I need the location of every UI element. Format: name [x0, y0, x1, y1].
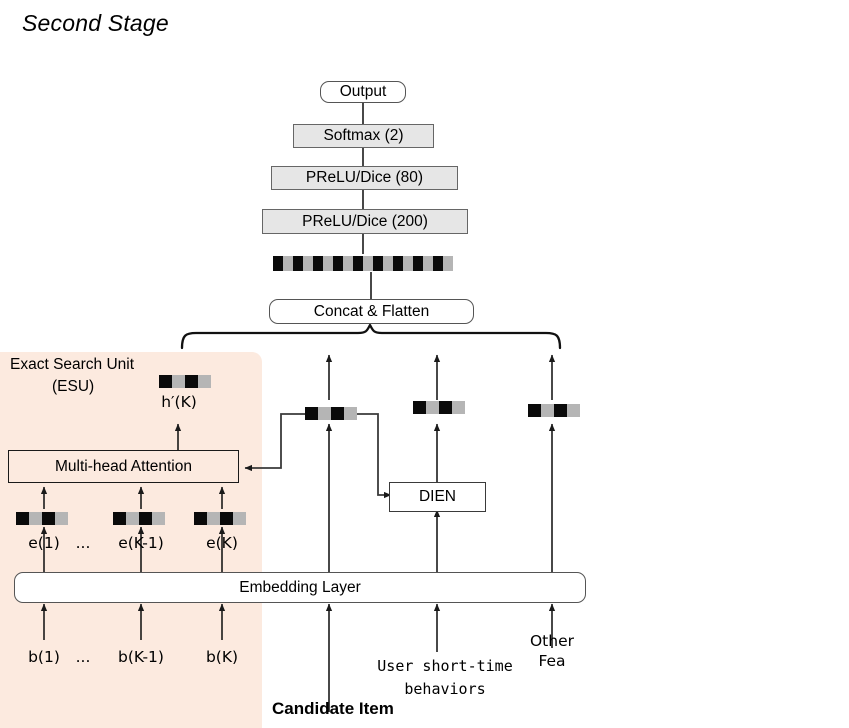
other-fea-label-line1: Other — [529, 632, 574, 650]
embedding-cell — [126, 512, 139, 525]
embedding-cell — [383, 256, 393, 271]
embedding-cell — [331, 407, 344, 420]
embedding-cell — [363, 256, 373, 271]
embedding-cell — [198, 375, 211, 388]
embedding-cell — [413, 256, 423, 271]
embedding-cell — [159, 375, 172, 388]
embedding-cell — [528, 404, 541, 417]
embedding-cell — [185, 375, 198, 388]
embedding-cell — [233, 512, 246, 525]
embedding-cell — [55, 512, 68, 525]
esu-behavior-label-k: b(K) — [205, 648, 239, 666]
embedding-cell — [353, 256, 363, 271]
embedding-cell — [313, 256, 323, 271]
esu-embedding-label-1: e(1) — [28, 534, 60, 552]
embedding-cell — [426, 401, 439, 414]
concat-flatten-node[interactable]: Concat & Flatten — [269, 299, 474, 324]
esu-embedding-label-ellipsis: ... — [75, 534, 91, 552]
flattened-embedding-strip — [273, 256, 453, 271]
embedding-cell — [333, 256, 343, 271]
embedding-cell — [305, 407, 318, 420]
prelu-dice-200-label: PReLU/Dice (200) — [302, 212, 428, 230]
embedding-cell — [172, 375, 185, 388]
embedding-cell — [343, 256, 353, 271]
embedding-cell — [413, 401, 426, 414]
embedding-cell — [554, 404, 567, 417]
concat-flatten-label: Concat & Flatten — [313, 302, 430, 320]
output-node[interactable]: Output — [320, 81, 406, 103]
esu-label-line1: Exact Search Unit — [10, 356, 135, 373]
embedding-cell — [293, 256, 303, 271]
embedding-cell — [273, 256, 283, 271]
embedding-cell — [439, 401, 452, 414]
esu-output-label: h′(K) — [161, 393, 197, 411]
esu-item-embedding-strip-1 — [16, 512, 68, 525]
embedding-layer-label: Embedding Layer — [239, 578, 361, 596]
embedding-cell — [452, 401, 465, 414]
embedding-cell — [207, 512, 220, 525]
embedding-cell — [433, 256, 443, 271]
candidate-item-embedding-strip — [305, 407, 357, 420]
embedding-cell — [113, 512, 126, 525]
embedding-cell — [16, 512, 29, 525]
embedding-cell — [42, 512, 55, 525]
embedding-layer-box[interactable]: Embedding Layer — [14, 572, 586, 603]
multi-head-attention-box[interactable]: Multi-head Attention — [8, 450, 239, 483]
other-fea-label-line2: Fea — [538, 652, 566, 670]
embedding-cell — [567, 404, 580, 417]
embedding-cell — [29, 512, 42, 525]
embedding-cell — [139, 512, 152, 525]
embedding-cell — [373, 256, 383, 271]
prelu-dice-80-label: PReLU/Dice (80) — [305, 169, 424, 186]
embedding-cell — [318, 407, 331, 420]
embedding-cell — [220, 512, 233, 525]
embedding-cell — [152, 512, 165, 525]
embedding-cell — [443, 256, 453, 271]
prelu-dice-80-layer[interactable]: PReLU/Dice (80) — [271, 166, 458, 190]
esu-item-embedding-strip-k-minus-1 — [113, 512, 165, 525]
multi-head-attention-label: Multi-head Attention — [54, 457, 192, 475]
dien-box[interactable]: DIEN — [389, 482, 486, 512]
esu-label-line2: (ESU) — [52, 378, 95, 395]
esu-behavior-label-k-minus-1: b(K-1) — [118, 648, 164, 666]
user-behaviors-label-line2: behaviors — [404, 680, 486, 698]
esu-embedding-label-k-minus-1: e(K-1) — [118, 534, 164, 552]
softmax-layer[interactable]: Softmax (2) — [293, 124, 434, 148]
esu-item-embedding-strip-k — [194, 512, 246, 525]
dien-output-embedding-strip — [413, 401, 465, 414]
user-behaviors-label-line1: User short-time — [377, 657, 513, 675]
embedding-cell — [194, 512, 207, 525]
esu-behavior-label-ellipsis: ... — [75, 648, 91, 666]
output-node-label: Output — [339, 83, 387, 100]
embedding-cell — [303, 256, 313, 271]
embedding-cell — [393, 256, 403, 271]
page-title: Second Stage — [22, 10, 169, 36]
embedding-cell — [344, 407, 357, 420]
embedding-cell — [283, 256, 293, 271]
esu-behavior-label-1: b(1) — [28, 648, 60, 666]
embedding-cell — [541, 404, 554, 417]
embedding-cell — [323, 256, 333, 271]
esu-embedding-label-k: e(K) — [206, 534, 238, 552]
esu-output-embedding-strip — [159, 375, 211, 388]
other-fea-embedding-strip — [528, 404, 580, 417]
softmax-layer-label: Softmax (2) — [323, 127, 404, 144]
embedding-cell — [423, 256, 433, 271]
embedding-cell — [403, 256, 413, 271]
prelu-dice-200-layer[interactable]: PReLU/Dice (200) — [262, 209, 468, 234]
dien-label: DIEN — [418, 488, 457, 505]
candidate-item-label: Candidate Item — [272, 699, 394, 718]
